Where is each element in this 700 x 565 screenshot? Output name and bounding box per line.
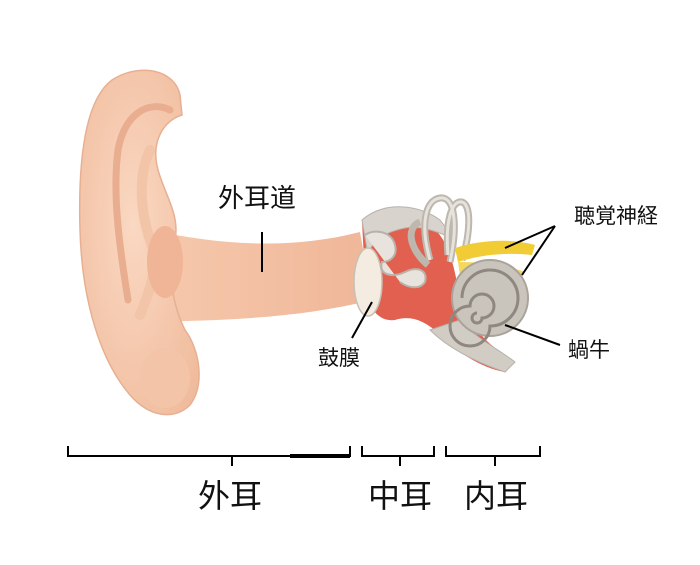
semicircular-canals-inner <box>423 196 471 263</box>
eardrum-shape <box>353 247 383 317</box>
ossicles <box>364 230 427 289</box>
ear-canal-tube <box>150 230 372 322</box>
cochlea-shape <box>448 259 529 348</box>
section-brackets <box>67 446 541 466</box>
label-auditory-nerve: 聴覚神経 <box>574 204 658 228</box>
earlobe <box>140 348 190 408</box>
section-outer-ear: 外耳 <box>198 477 263 515</box>
section-middle-ear: 中耳 <box>368 477 433 515</box>
helix-fold <box>112 103 174 304</box>
antihelix <box>135 145 160 320</box>
label-eardrum: 鼓膜 <box>318 346 360 370</box>
pinna <box>78 69 200 416</box>
leader-lines <box>261 225 561 346</box>
label-cochlea: 蝸牛 <box>568 338 610 362</box>
concha <box>147 226 183 298</box>
section-inner-ear: 内耳 <box>464 477 529 515</box>
label-ear-canal: 外耳道 <box>218 184 297 214</box>
